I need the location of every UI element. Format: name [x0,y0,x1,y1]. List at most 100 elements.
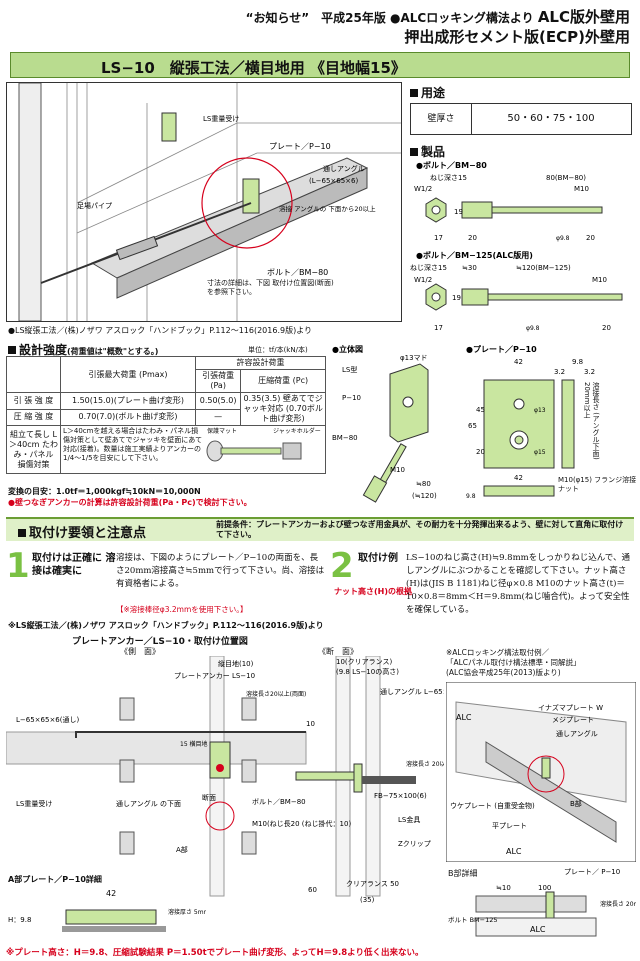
svg-text:10(クリアランス): 10(クリアランス) [336,658,392,666]
usage-value: 50・60・75・100 [507,113,595,124]
step2-number: 2 [330,546,354,586]
bolt2-name: ●ボルト／BM−125(ALC版用) [416,250,533,260]
svg-text:20: 20 [476,448,485,456]
svg-text:溶接長さ 20以上: 溶接長さ 20以上 [406,760,444,768]
jack-diagram [206,440,302,462]
svg-text:42: 42 [514,358,523,366]
bolt2-head [461,288,489,306]
install-position-drawing: 縦目地(10) L−65×65×6(通し) プレートアンカー LS−10 溶接長… [6,656,444,904]
step2-title: 取付け例 [358,553,398,564]
b-detail-title: B部詳細 [448,869,478,878]
svg-text:平プレート: 平プレート [492,822,527,830]
svg-text:FB−75×100(6): FB−75×100(6) [374,792,427,800]
usage-label: 壁厚さ [411,104,472,134]
svg-text:M10: M10 [390,466,405,474]
svg-text:断面: 断面 [202,793,216,802]
svg-text:ALC: ALC [456,713,472,722]
installation-drawing: LS重量受け プレート／P−10 通しアングル (L−65×65×6) 溶接 ア… [7,82,401,322]
label-ls-receiver: LS重量受け [203,114,239,123]
label-angle-size: (L−65×65×6) [309,177,358,185]
svg-text:M10(ねじ長20 (ねじ掛代：10): M10(ねじ長20 (ねじ掛代：10) [252,819,351,828]
plate-drawing: ●プレート／P−10 42 9.8 3.2 3.2 65 45 20 φ13 φ… [466,344,636,500]
svg-text:17: 17 [434,234,443,242]
svg-text:≒120(BM−125): ≒120(BM−125) [516,264,571,272]
strength-table: 引張最大荷重 (Pmax) 許容設計荷重 引張荷重 (Pa) 圧縮荷重 (Pc)… [6,356,326,474]
header-subtitle: 押出成形セメント版(ECP)外壁用 [404,28,630,46]
step1-body: 溶接は、下図のようにプレート／P−10の両面を、長さ20mm溶接高さ≒5mmで行… [116,553,325,589]
header-title: ALC版外壁用 [537,8,630,26]
products-heading: 製品 [410,143,445,160]
svg-text:LS重量受け: LS重量受け [16,799,52,808]
label-plate: プレート／P−10 [269,142,331,151]
bolt-drawings: ●ボルト／BM−80 ねじ深さ15 W1/2 80(BM−80) M10 17 … [410,160,623,332]
svg-text:(35): (35) [360,896,375,904]
strength-heading: 設計強度(荷重値は"概数"とする。) [8,341,158,358]
installation-illustration: LS重量受け プレート／P−10 通しアングル (L−65×65×6) 溶接 ア… [6,82,402,322]
install-plate-anchor [209,741,231,779]
conversion-note: 変換の目安：1.0tf＝1,000kgf≒10kN＝10,000N [8,487,201,496]
bolt1-head [461,201,493,219]
svg-text:φ9.8: φ9.8 [556,235,570,242]
footer-warning: ※プレート高さ：H＝9.8、圧縮試験結果 P＝1.50tでプレート曲げ変形、よっ… [6,948,424,958]
anchor-warning: ●壁つなぎアンカーの計算は許容設計荷重(Pa・Pc)で検討下さい。 [8,498,252,507]
install-section-bolt [295,771,357,781]
svg-text:A部: A部 [176,845,188,854]
install-side-label: 《側 面》 [120,647,160,656]
usage-table: 壁厚さ 50・60・75・100 [410,103,632,135]
svg-text:φ13: φ13 [534,407,546,414]
svg-text:ボルト BM−125: ボルト BM−125 [448,916,498,924]
svg-text:M10: M10 [574,185,589,193]
alc-reference: ※ALCロッキング構法取付例／ 「ALCパネル取付け構法標準・同解説」 (ALC… [446,648,581,677]
step1-title: 取付けは正確に 溶接は確実に [32,553,116,577]
svg-text:W1/2: W1/2 [414,276,432,284]
svg-text:45: 45 [476,406,485,414]
svg-text:≒10: ≒10 [496,884,511,892]
svg-text:65: 65 [468,422,477,430]
isometric-drawing: ●立体図 LS型 φ13マド P−10 BM−80 M10 ≒80 (≒120) [332,344,437,503]
svg-text:ねじ深さ15: ねじ深さ15 [410,263,447,272]
svg-text:42: 42 [106,889,116,898]
svg-text:≒30: ≒30 [462,264,477,272]
svg-text:プレート／ P−10: プレート／ P−10 [564,868,620,876]
section2-ref: ※LS縦張工法／(株)ノザワ アスロック「ハンドブック」P.112〜116(20… [8,621,324,630]
step1-note: 【※溶接棒径φ3.2mmを使用下さい。】 [116,605,248,614]
bolt2-shaft [487,293,623,301]
svg-text:ねじ深さ15: ねじ深さ15 [430,173,467,182]
a-detail-drawing: 42 H：9.8 溶接厚さ 5mm以上 [8,889,206,932]
svg-text:B部: B部 [570,799,582,808]
step2-body: LS−10のねじ高さ(H)≒9.8mmをしっかりねじ込んで、通しアングルにぶつか… [406,553,630,615]
svg-text:LS金具: LS金具 [398,815,420,824]
svg-text:ボルト／BM−80: ボルト／BM−80 [252,798,306,806]
svg-text:縦目地(10): 縦目地(10) [218,659,254,668]
svg-text:溶接長さ 20mm以上: 溶接長さ 20mm以上 [600,900,636,908]
svg-text:ALC: ALC [506,847,522,856]
svg-text:メジプレート: メジプレート [552,716,594,724]
table-row: 引 張 強 度 1.50(15.0)(プレート曲げ変形) 0.50(5.0) 0… [6,392,326,426]
step2-red-label: ナット高さ(H)の根拠 [334,587,413,596]
svg-text:19: 19 [452,294,461,302]
svg-text:φ13マド: φ13マド [400,354,428,362]
svg-text:20: 20 [468,234,477,242]
label-scaffold: 足場パイプ [77,201,112,210]
title-bar-text: LS−10 縦張工法／横目地用 《目地幅15》 [101,59,406,77]
svg-text:17: 17 [434,324,443,332]
strength-unit: 単位：tf/本(kN/本) [248,346,308,354]
svg-text:溶接長さ20以上(両面): 溶接長さ20以上(両面) [246,690,306,698]
bolt1-shaft [491,206,603,214]
svg-text:(≒120): (≒120) [412,492,437,500]
svg-text:19: 19 [454,208,463,216]
install-title: プレートアンカー／LS−10・取付け位置図 [72,637,248,647]
bolt1-name: ●ボルト／BM−80 [416,160,487,170]
header-notice: “お知らせ” 平成25年版 ●ALCロッキング構法より ALC版外壁用 [245,8,630,26]
svg-text:9.8: 9.8 [572,358,583,366]
svg-text:60: 60 [308,886,317,894]
svg-text:●プレート／P−10: ●プレート／P−10 [466,344,537,354]
label-detail-note: 寸法の詳細は、下図 取付け位置図(断面) を参照下さい。 [207,279,334,296]
svg-text:ALC: ALC [530,925,546,934]
svg-text:W1/2: W1/2 [414,185,432,193]
svg-text:●立体図: ●立体図 [332,344,363,354]
svg-text:(9.8 LS−10の高さ): (9.8 LS−10の高さ) [336,667,399,676]
svg-text:3.2: 3.2 [554,368,565,376]
svg-text:Zクリップ: Zクリップ [398,840,431,848]
svg-text:H：9.8: H：9.8 [8,916,31,924]
